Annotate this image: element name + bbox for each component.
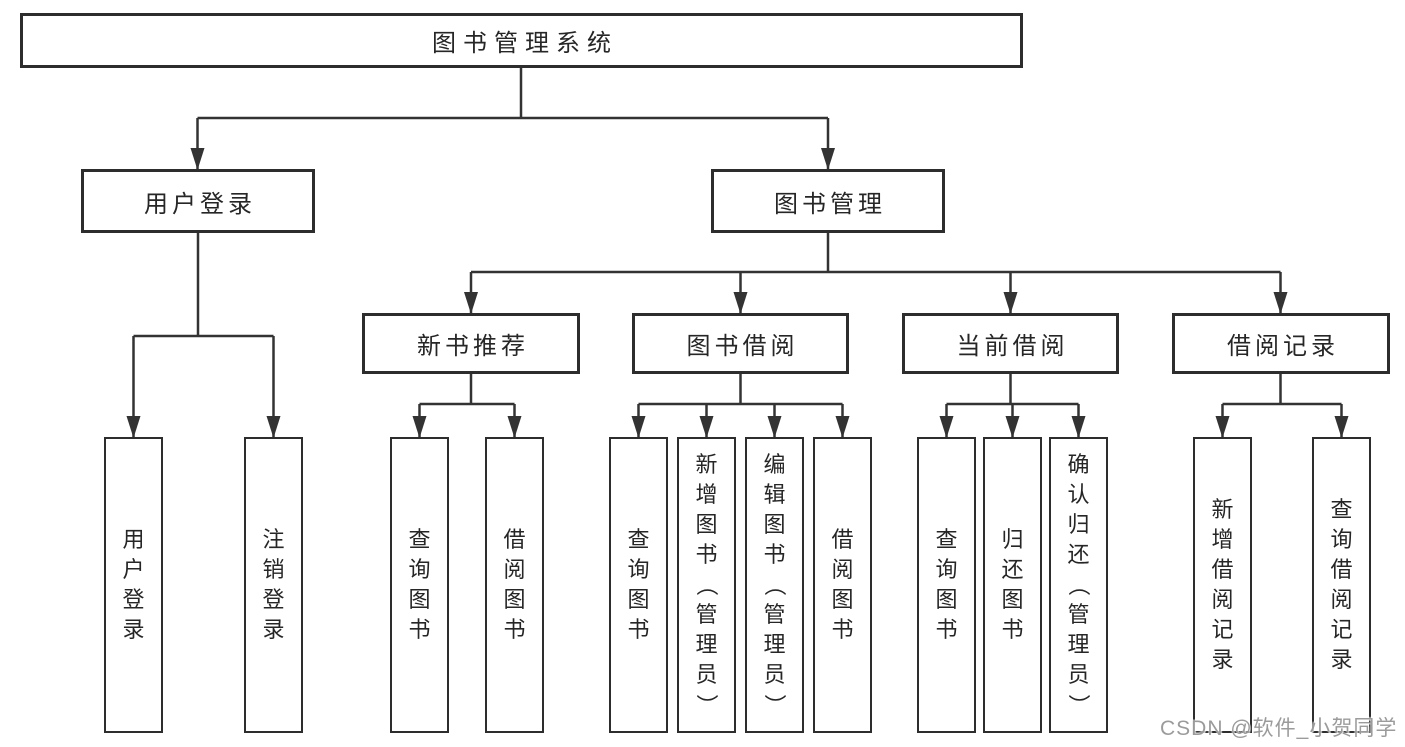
vertical-char: 管 xyxy=(1067,602,1090,627)
vertical-char: 查 xyxy=(935,527,958,552)
vertical-char: 图 xyxy=(831,587,854,612)
vertical-char: 还 xyxy=(1067,542,1090,567)
leaf-borrow-add-books-admin: 新增图书 （ 管理员 ） xyxy=(677,437,736,733)
vertical-char: 询 xyxy=(627,557,650,582)
vertical-char: 查 xyxy=(408,527,431,552)
vertical-char: 查 xyxy=(627,527,650,552)
vertical-char: 注 xyxy=(262,527,285,552)
vertical-char: 用 xyxy=(122,527,145,552)
leaf-newrec-query-books: 查询图书 xyxy=(390,437,449,733)
vertical-char: 录 xyxy=(262,617,285,642)
leaf-records-add-record: 新增借阅记录 xyxy=(1193,437,1252,733)
leaf-borrow-borrow-books: 借阅图书 xyxy=(813,437,872,733)
vertical-char: 询 xyxy=(935,557,958,582)
vertical-char: 书 xyxy=(1001,617,1024,642)
vertical-char: 增 xyxy=(1211,527,1234,552)
vertical-char: 理 xyxy=(763,632,786,657)
node-root-system: 图书管理系统 xyxy=(20,13,1023,68)
node-new-book-recommend: 新书推荐 xyxy=(362,313,580,374)
vertical-char: 阅 xyxy=(831,557,854,582)
vertical-char: 登 xyxy=(122,587,145,612)
vertical-char: 查 xyxy=(1330,497,1353,522)
vertical-char: 图 xyxy=(695,512,718,537)
vertical-char: 借 xyxy=(1211,557,1234,582)
arrow-connectors xyxy=(126,118,1349,438)
vertical-char: 阅 xyxy=(1211,587,1234,612)
vertical-char: 图 xyxy=(627,587,650,612)
vertical-char: 员 xyxy=(763,662,786,687)
node-current-borrowing: 当前借阅 xyxy=(902,313,1119,374)
vertical-char: 录 xyxy=(1211,647,1234,672)
vertical-char: 书 xyxy=(935,617,958,642)
vertical-char: 阅 xyxy=(503,557,526,582)
leaf-records-query-record: 查询借阅记录 xyxy=(1312,437,1371,733)
leaf-user-login: 用户登录 xyxy=(104,437,163,733)
vertical-char: 图 xyxy=(763,512,786,537)
vertical-char: 记 xyxy=(1211,617,1234,642)
vertical-char: 书 xyxy=(503,617,526,642)
csdn-watermark: CSDN @软件_小贺同学 xyxy=(1160,717,1398,740)
vertical-char: 登 xyxy=(262,587,285,612)
vertical-char: 归 xyxy=(1001,527,1024,552)
vertical-char: 书 xyxy=(695,542,718,567)
vertical-char: 新 xyxy=(695,452,718,477)
vertical-char: 录 xyxy=(1330,647,1353,672)
vertical-char: 编 xyxy=(763,452,786,477)
vertical-char: 新 xyxy=(1211,497,1234,522)
vertical-char: 借 xyxy=(831,527,854,552)
vertical-char: 还 xyxy=(1001,557,1024,582)
vertical-char: 管 xyxy=(763,602,786,627)
vertical-char: 录 xyxy=(122,617,145,642)
vertical-char: 增 xyxy=(695,482,718,507)
vertical-char: 员 xyxy=(695,662,718,687)
vertical-char: 书 xyxy=(627,617,650,642)
vertical-char: 书 xyxy=(763,542,786,567)
leaf-logout: 注销登录 xyxy=(244,437,303,733)
vertical-char: 询 xyxy=(1330,527,1353,552)
leaf-current-return-books: 归还图书 xyxy=(983,437,1042,733)
vertical-char: ） xyxy=(1066,693,1092,717)
vertical-char: 员 xyxy=(1067,662,1090,687)
leaf-borrow-query-books: 查询图书 xyxy=(609,437,668,733)
vertical-char: （ xyxy=(1066,573,1092,597)
node-user-login: 用户登录 xyxy=(81,169,315,233)
leaf-current-confirm-return-admin: 确认归还 （ 管理员 ） xyxy=(1049,437,1108,733)
vertical-char: 书 xyxy=(408,617,431,642)
node-borrowing-records: 借阅记录 xyxy=(1172,313,1390,374)
vertical-char: 借 xyxy=(1330,557,1353,582)
vertical-char: 确 xyxy=(1067,452,1090,477)
vertical-char: 图 xyxy=(935,587,958,612)
vertical-char: 图 xyxy=(408,587,431,612)
vertical-char: 辑 xyxy=(763,482,786,507)
vertical-char: （ xyxy=(762,573,788,597)
vertical-char: ） xyxy=(694,693,720,717)
leaf-borrow-edit-books-admin: 编辑图书 （ 管理员 ） xyxy=(745,437,804,733)
vertical-char: 理 xyxy=(695,632,718,657)
vertical-char: 理 xyxy=(1067,632,1090,657)
node-book-borrowing: 图书借阅 xyxy=(632,313,849,374)
vertical-char: （ xyxy=(694,573,720,597)
leaf-newrec-borrow-books: 借阅图书 xyxy=(485,437,544,733)
vertical-char: ） xyxy=(762,693,788,717)
vertical-char: 借 xyxy=(503,527,526,552)
vertical-char: 户 xyxy=(122,557,145,582)
vertical-char: 图 xyxy=(503,587,526,612)
vertical-char: 归 xyxy=(1067,512,1090,537)
vertical-char: 销 xyxy=(262,557,285,582)
vertical-char: 书 xyxy=(831,617,854,642)
vertical-char: 认 xyxy=(1067,482,1090,507)
node-book-management: 图书管理 xyxy=(711,169,945,233)
vertical-char: 记 xyxy=(1330,617,1353,642)
vertical-char: 阅 xyxy=(1330,587,1353,612)
vertical-char: 管 xyxy=(695,602,718,627)
vertical-char: 询 xyxy=(408,557,431,582)
leaf-current-query-books: 查询图书 xyxy=(917,437,976,733)
vertical-char: 图 xyxy=(1001,587,1024,612)
